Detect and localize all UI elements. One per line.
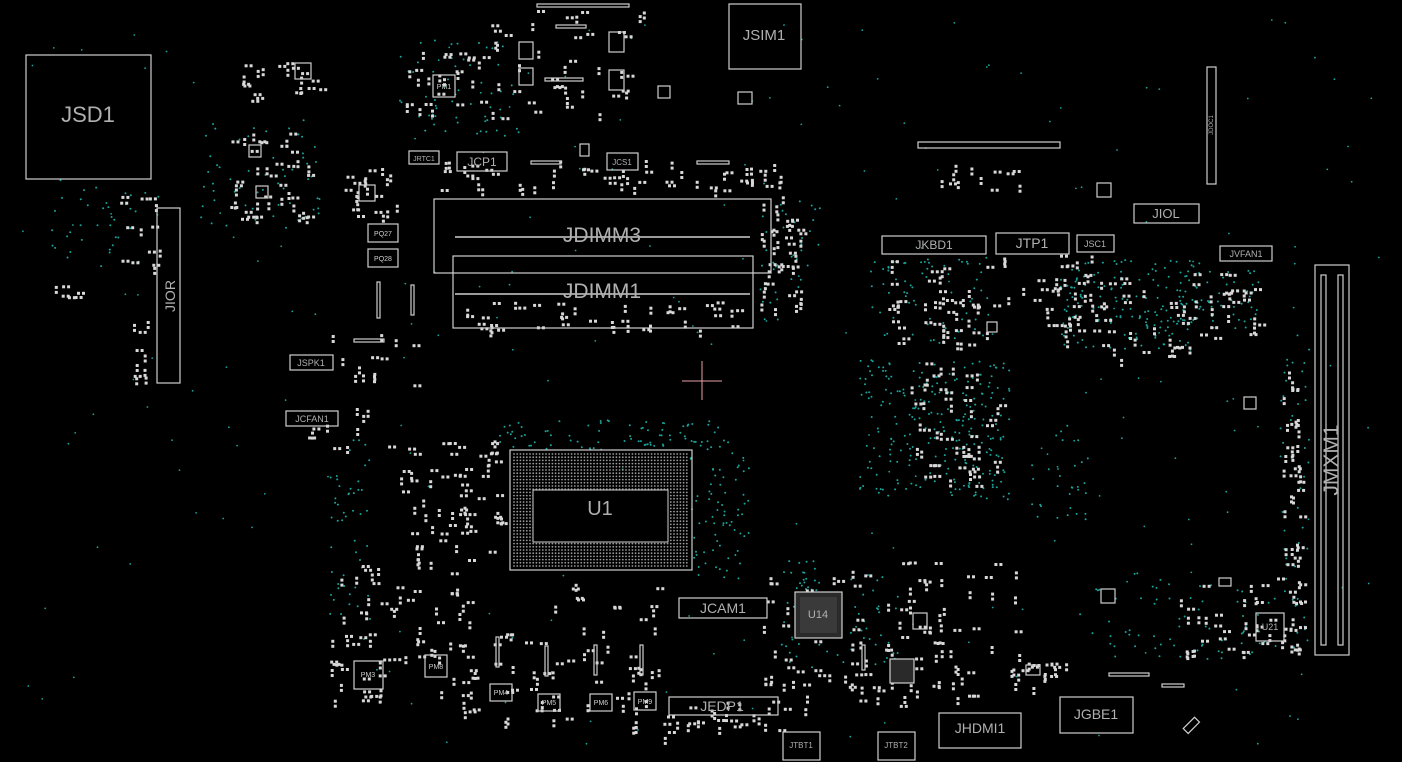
label-jtp1: JTP1 <box>1016 235 1049 251</box>
label-pq27: PQ27 <box>374 231 392 238</box>
component-jcfan1[interactable]: JCFAN1 <box>285 410 339 427</box>
component-jdimm1[interactable]: JDIMM1 <box>452 255 754 329</box>
label-pm3: PM3 <box>361 672 376 679</box>
component-jtbt2[interactable]: JTBT2 <box>877 731 916 761</box>
component-pm3[interactable]: PM3 <box>353 660 384 690</box>
smd-pads <box>54 10 1308 745</box>
label-jspk1: JSPK1 <box>297 358 325 368</box>
label-jsim1: JSIM1 <box>743 27 786 44</box>
label-jhdmi1: JHDMI1 <box>955 720 1006 736</box>
diagonal-component <box>1182 716 1201 735</box>
component-pm4[interactable]: PM4 <box>489 683 513 702</box>
component-jgbe1[interactable]: JGBE1 <box>1059 696 1134 734</box>
via-field <box>22 19 1380 745</box>
label-jcfan1: JCFAN1 <box>295 414 329 424</box>
component-pm1[interactable]: PM1 <box>432 74 456 98</box>
component-jtbt1[interactable]: JTBT1 <box>782 731 821 761</box>
label-jtbt1: JTBT1 <box>789 741 813 750</box>
label-jvfan1: JVFAN1 <box>1229 249 1262 259</box>
component-jhdmi1[interactable]: JHDMI1 <box>938 712 1022 749</box>
component-pm6[interactable]: PM6 <box>589 693 613 712</box>
label-u14: U14 <box>808 609 828 621</box>
label-pm5: PM5 <box>542 700 557 707</box>
label-jkbd1: JKBD1 <box>915 238 953 252</box>
component-jdimm3[interactable]: JDIMM3 <box>433 198 772 274</box>
label-jdoc1: JDOC1 <box>1209 115 1215 135</box>
component-u14[interactable]: U14 <box>794 591 843 639</box>
component-u1[interactable]: U1 <box>509 449 693 571</box>
component-jrtc1[interactable]: JRTC1 <box>408 150 440 165</box>
label-jcp1: JCP1 <box>467 155 497 169</box>
label-pm6: PM6 <box>594 700 609 707</box>
label-jiol: JIOL <box>1152 206 1179 221</box>
label-pm1: PM1 <box>437 84 452 91</box>
component-pq28[interactable]: PQ28 <box>367 248 399 268</box>
component-pm5[interactable]: PM5 <box>537 693 561 712</box>
label-jcam1: JCAM1 <box>700 600 746 616</box>
component-jcp1[interactable]: JCP1 <box>456 151 508 172</box>
component-jspk1[interactable]: JSPK1 <box>289 354 334 371</box>
component-jdoc1[interactable]: JDOC1 <box>1206 66 1217 185</box>
component-u21[interactable]: U21 <box>1255 612 1285 642</box>
label-jdimm1: JDIMM1 <box>563 280 641 303</box>
label-jsd1: JSD1 <box>61 102 115 127</box>
label-pq28: PQ28 <box>374 256 392 263</box>
thin-strip-connectors <box>353 3 1185 688</box>
component-jmxm1[interactable]: JMXM1 <box>1314 264 1350 656</box>
label-u21: U21 <box>1262 622 1279 632</box>
label-pm4: PM4 <box>494 690 509 697</box>
component-jvfan1[interactable]: JVFAN1 <box>1219 245 1273 262</box>
component-pm8[interactable]: PM8 <box>424 654 448 678</box>
label-jdimm3: JDIMM3 <box>563 224 641 247</box>
crosshair-cursor <box>682 361 722 400</box>
label-jsc1: JSC1 <box>1084 239 1106 249</box>
component-jsim1[interactable]: JSIM1 <box>728 3 802 70</box>
component-jkbd1[interactable]: JKBD1 <box>881 235 987 255</box>
component-jcam1[interactable]: JCAM1 <box>678 597 768 619</box>
label-jmxm1: JMXM1 <box>1320 424 1343 495</box>
component-pm9[interactable]: PM9 <box>633 691 657 711</box>
label-jgbe1: JGBE1 <box>1074 706 1119 722</box>
label-jrtc1: JRTC1 <box>413 156 435 163</box>
component-pq27[interactable]: PQ27 <box>367 223 399 243</box>
label-jior: JIOR <box>162 280 178 312</box>
component-jedp1[interactable]: JEDP1 <box>668 696 779 716</box>
component-jsd1[interactable]: JSD1 <box>25 54 152 180</box>
component-jsc1[interactable]: JSC1 <box>1076 234 1115 253</box>
ic-misc-group <box>248 31 1257 684</box>
label-pm8: PM8 <box>429 664 444 671</box>
component-jior[interactable]: JIOR <box>156 207 181 384</box>
label-jcs1: JCS1 <box>612 158 632 167</box>
label-jtbt2: JTBT2 <box>884 741 908 750</box>
label-u1: U1 <box>587 498 613 520</box>
component-jcs1[interactable]: JCS1 <box>606 152 639 171</box>
label-pm9: PM9 <box>638 699 653 706</box>
component-jtp1[interactable]: JTP1 <box>995 232 1070 255</box>
label-jedp1: JEDP1 <box>700 698 744 714</box>
component-jiol[interactable]: JIOL <box>1133 203 1200 224</box>
